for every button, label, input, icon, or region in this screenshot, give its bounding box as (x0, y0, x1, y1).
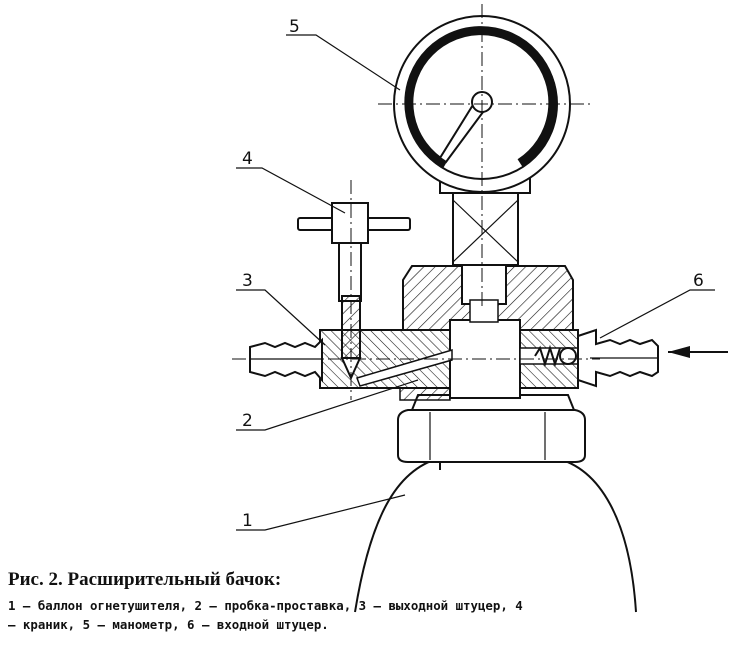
inlet-fitting (534, 328, 659, 388)
extinguisher-cylinder (354, 394, 637, 613)
caption-title: Рис. 2. Расширительный бачок: (8, 569, 282, 590)
callout-1: 1 (242, 511, 253, 531)
callout-6: 6 (693, 271, 704, 291)
leader-lines (236, 34, 715, 531)
caption-body: 1 – баллон огнетушителя, 2 – пробка-прос… (8, 598, 523, 632)
callout-2: 2 (242, 411, 253, 431)
flow-arrow-icon (668, 346, 728, 358)
callout-4: 4 (242, 149, 253, 169)
figure-caption: Рис. 2. Расширительный бачок: 1 – баллон… (8, 568, 528, 634)
callout-3: 3 (242, 271, 253, 291)
callout-5: 5 (289, 17, 300, 37)
outlet-fitting (249, 337, 323, 383)
